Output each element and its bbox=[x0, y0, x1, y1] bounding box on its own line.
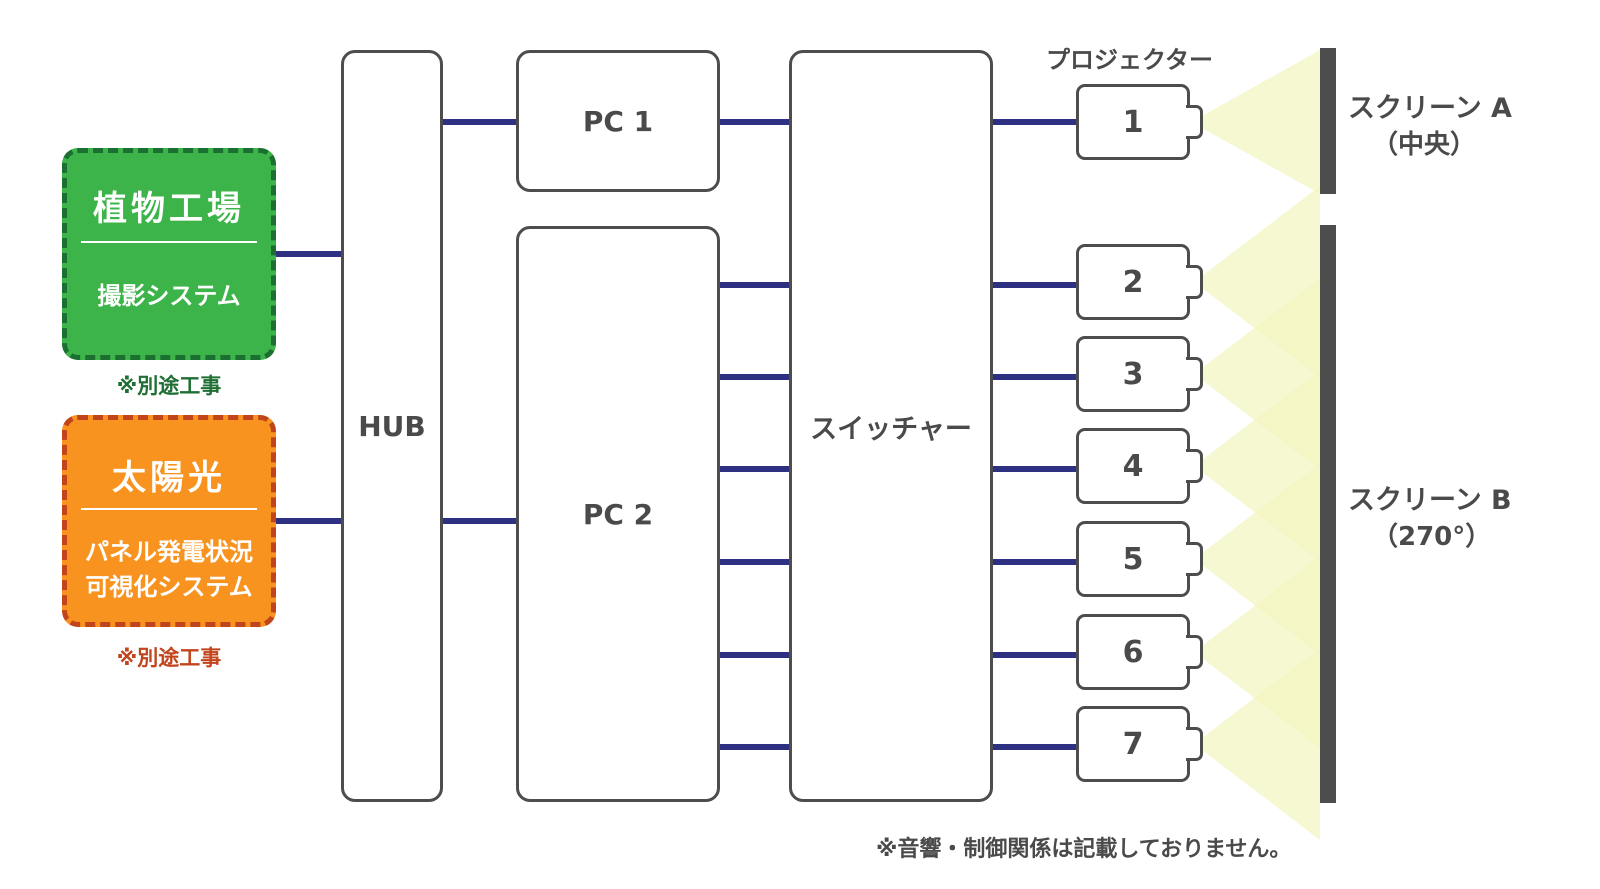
screen-a-detail: （中央） bbox=[1372, 130, 1477, 160]
pc1-label: PC 1 bbox=[582, 104, 654, 138]
plant-factory-box: 植物工場 撮影システム bbox=[62, 148, 276, 360]
projector-7: 7 bbox=[1076, 706, 1190, 782]
screen-a-name: スクリーン A bbox=[1348, 93, 1512, 124]
projector-3: 3 bbox=[1076, 336, 1190, 412]
solar-divider bbox=[81, 508, 257, 510]
projector-4: 4 bbox=[1076, 428, 1190, 504]
hub-pc1-line bbox=[441, 119, 518, 125]
plant-hub-line bbox=[276, 251, 343, 257]
screen-a-bar bbox=[1320, 48, 1336, 194]
switcher-projector-line bbox=[990, 374, 1078, 380]
footnote: ※音響・制御関係は記載しておりません。 bbox=[876, 837, 1292, 862]
projector-lens bbox=[1186, 449, 1203, 483]
plant-factory-title: 植物工場 bbox=[93, 189, 245, 229]
hub-label: HUB bbox=[358, 409, 426, 443]
projector-number: 2 bbox=[1122, 264, 1144, 300]
switcher-projector-line bbox=[990, 282, 1078, 288]
projector-1: 1 bbox=[1076, 84, 1190, 160]
projector-number: 5 bbox=[1122, 541, 1144, 577]
projector-number: 6 bbox=[1122, 634, 1144, 670]
projector-2: 2 bbox=[1076, 244, 1190, 320]
projector-number: 3 bbox=[1122, 356, 1144, 392]
projector-lens bbox=[1186, 105, 1203, 139]
switcher-projector-line bbox=[990, 744, 1078, 750]
solar-box: 太陽光 パネル発電状況 可視化システム bbox=[62, 415, 276, 627]
pc2-switcher-line bbox=[718, 744, 791, 750]
switcher-label: スイッチャー bbox=[810, 413, 972, 445]
solar-title: 太陽光 bbox=[112, 458, 226, 498]
pc2-label: PC 2 bbox=[582, 497, 654, 531]
plant-factory-divider bbox=[81, 241, 257, 243]
plant-factory-subtitle: 撮影システム bbox=[97, 282, 241, 310]
pc2-switcher-line bbox=[718, 652, 791, 658]
switcher-box: スイッチャー bbox=[789, 50, 993, 802]
solar-note: ※別途工事 bbox=[116, 646, 222, 670]
projector-lens bbox=[1186, 542, 1203, 576]
pc1-box: PC 1 bbox=[516, 50, 720, 192]
projector-5: 5 bbox=[1076, 521, 1190, 597]
switcher-projector-line bbox=[990, 652, 1078, 658]
switcher-projector-line bbox=[990, 559, 1078, 565]
projector-lens bbox=[1186, 357, 1203, 391]
projector-number: 7 bbox=[1122, 726, 1144, 762]
projector-heading: プロジェクター bbox=[1046, 46, 1214, 74]
projector-6: 6 bbox=[1076, 614, 1190, 690]
pc2-switcher-line bbox=[718, 374, 791, 380]
solar-hub-line bbox=[276, 518, 343, 524]
projector-beam-7 bbox=[1202, 648, 1320, 840]
projector-number: 4 bbox=[1122, 448, 1144, 484]
projector-number: 1 bbox=[1122, 104, 1144, 140]
projector-lens bbox=[1186, 727, 1203, 761]
plant-factory-note: ※別途工事 bbox=[116, 374, 222, 398]
switcher-projector-line bbox=[990, 119, 1078, 125]
hub-box: HUB bbox=[341, 50, 443, 802]
pc2-switcher-line bbox=[718, 466, 791, 472]
screen-b-detail: （270°） bbox=[1372, 522, 1492, 552]
solar-subtitle-line1: パネル発電状況 bbox=[85, 538, 253, 566]
switcher-projector-line bbox=[990, 466, 1078, 472]
pc2-box: PC 2 bbox=[516, 226, 720, 802]
projector-lens bbox=[1186, 265, 1203, 299]
projector-lens bbox=[1186, 635, 1203, 669]
screen-b-name: スクリーン B bbox=[1348, 485, 1512, 516]
solar-subtitle-line2: 可視化システム bbox=[85, 573, 253, 601]
hub-pc2-line bbox=[441, 518, 518, 524]
pc2-switcher-line bbox=[718, 282, 791, 288]
screen-b-bar bbox=[1320, 225, 1336, 803]
projector-beam-1 bbox=[1202, 50, 1320, 194]
pc1-switcher-line bbox=[718, 119, 791, 125]
pc2-switcher-line bbox=[718, 559, 791, 565]
